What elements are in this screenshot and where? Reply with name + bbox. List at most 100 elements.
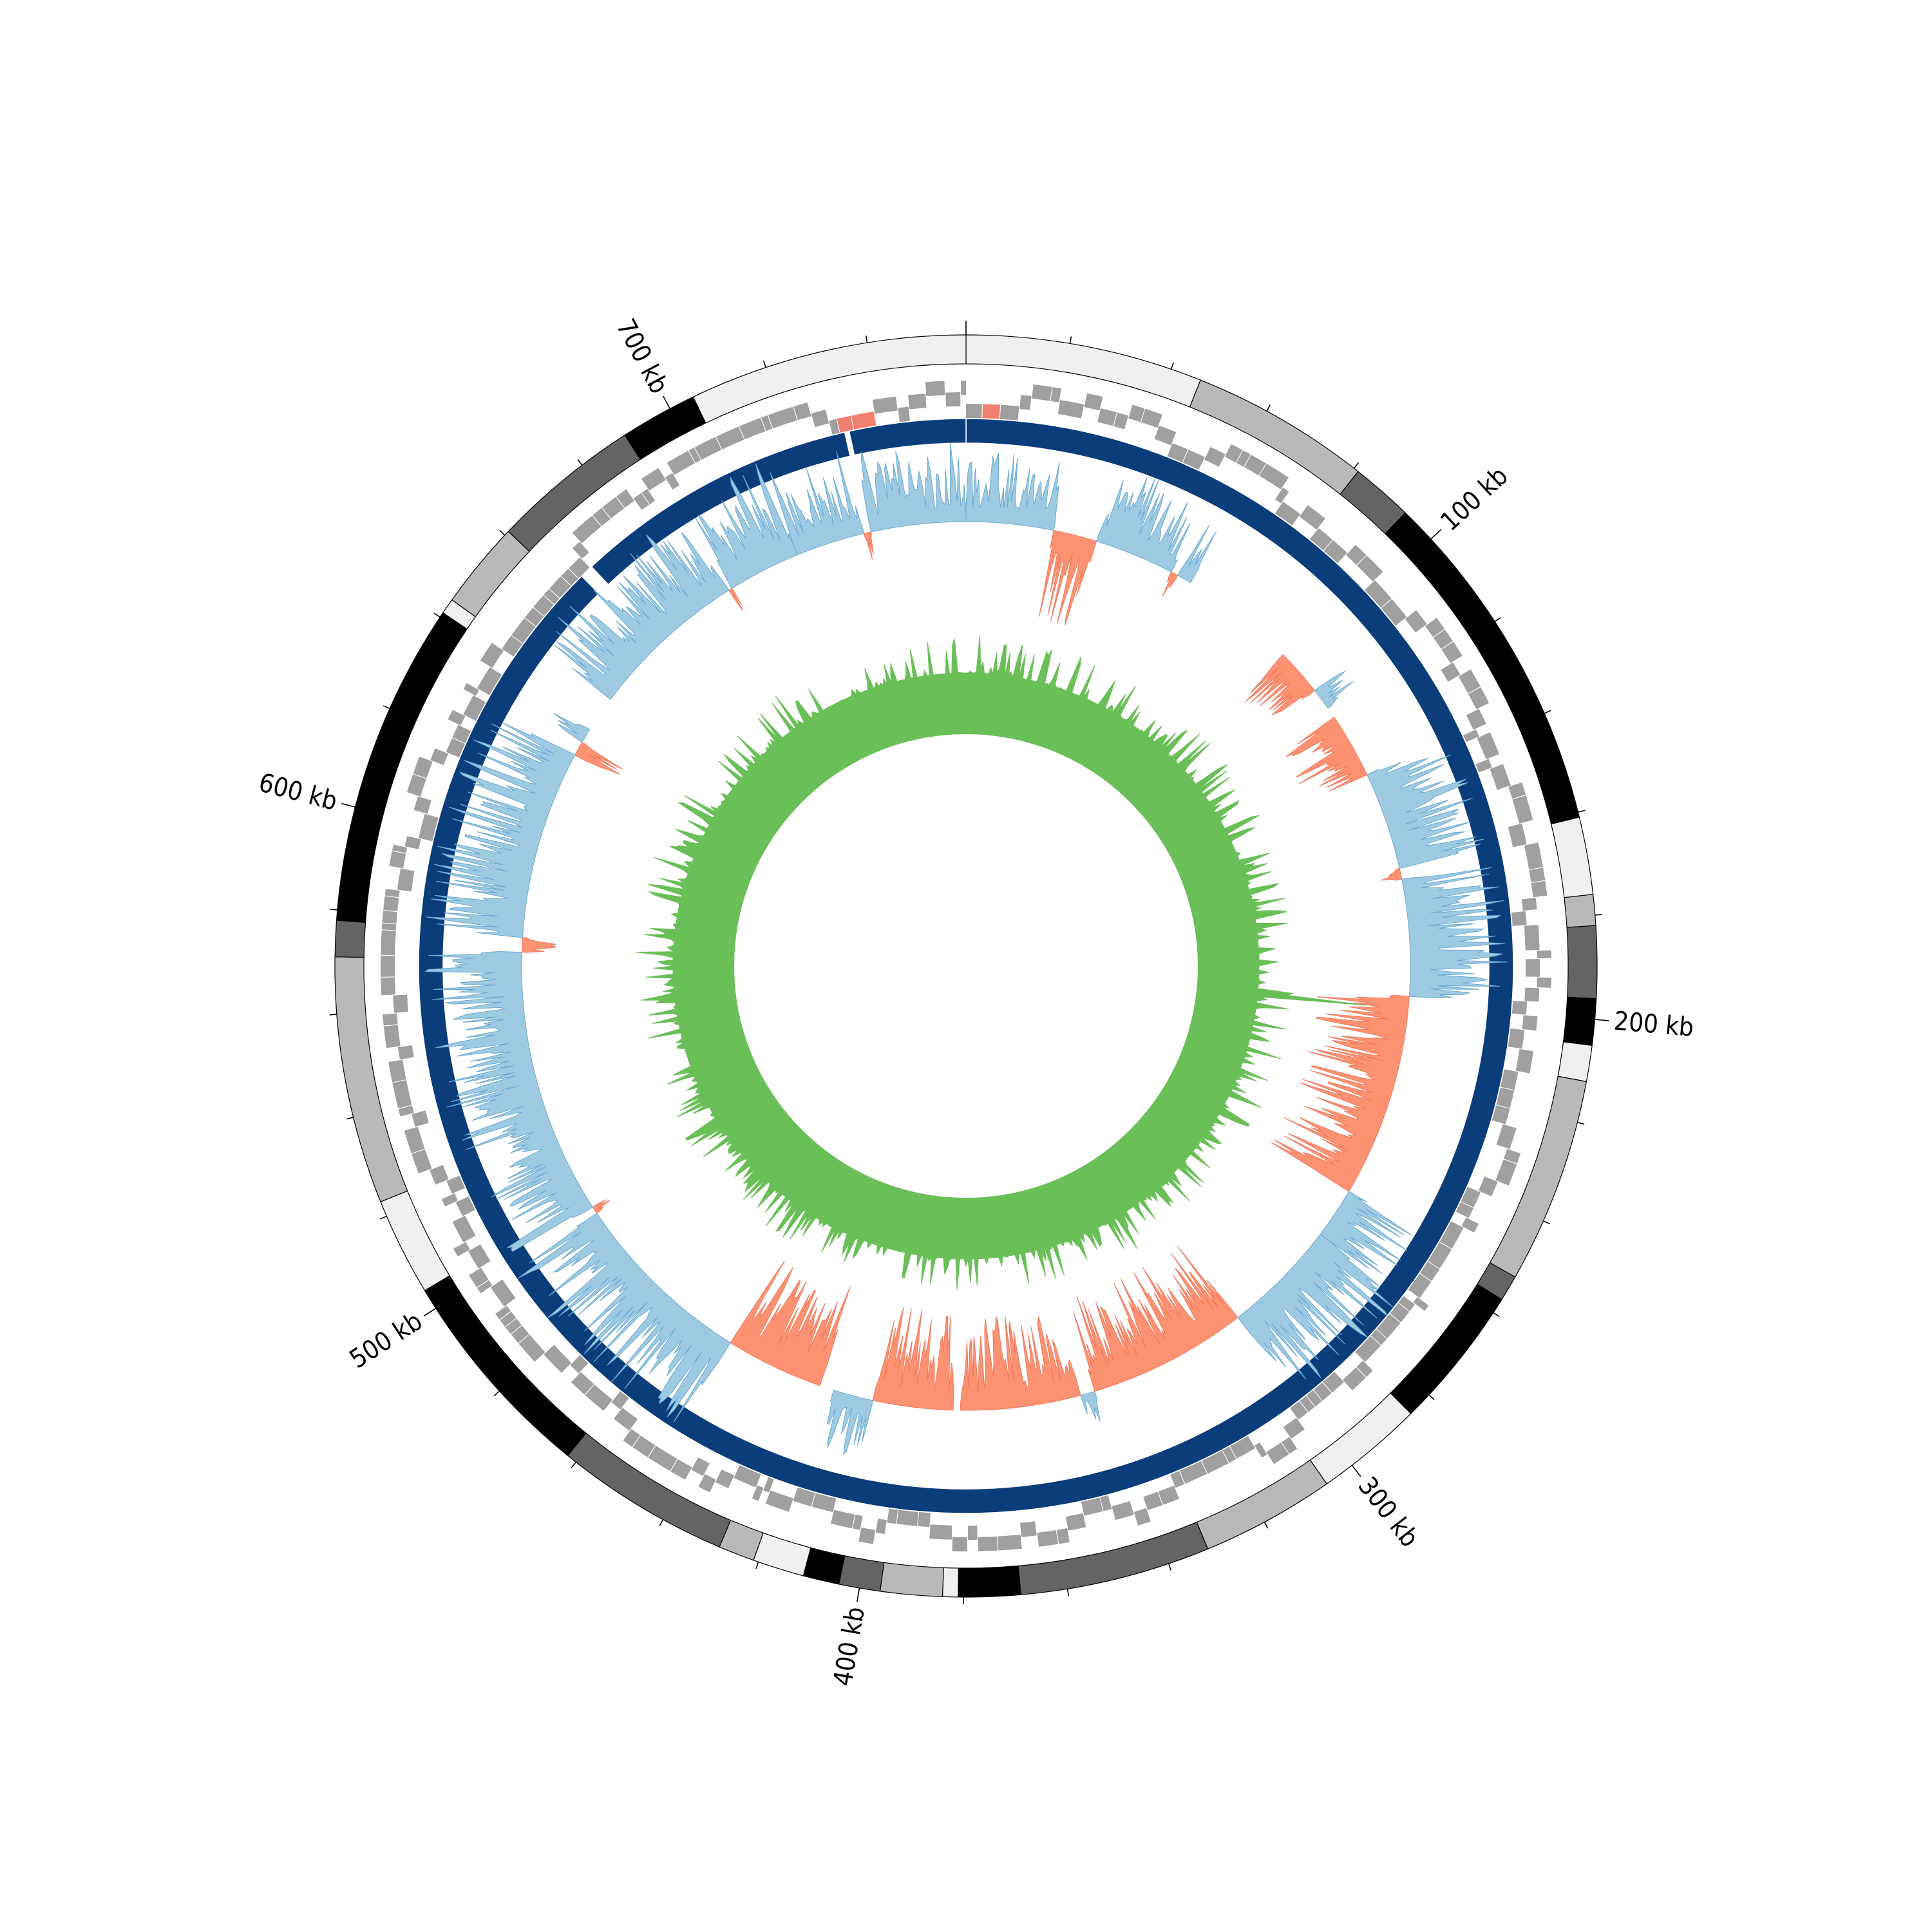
- band-segment-24: [380, 1190, 450, 1291]
- gene-feature-20: [1274, 488, 1289, 504]
- tick-400: [856, 1587, 860, 1602]
- gene-feature-138: [500, 1311, 516, 1327]
- backbone-track: [418, 418, 1514, 1514]
- coverage-region-28: [728, 587, 744, 611]
- band-segment-29: [451, 531, 530, 618]
- gene-feature-103: [1020, 1521, 1037, 1537]
- gene-feature-104: [998, 1534, 1022, 1551]
- gene-feature-79: [1342, 1367, 1366, 1390]
- gene-feature-196: [633, 493, 650, 510]
- gene-feature-112: [875, 1519, 887, 1535]
- gene-feature-149: [430, 1164, 449, 1185]
- gene-feature-87: [1266, 1442, 1289, 1464]
- tick-240: [1543, 1220, 1550, 1225]
- gene-feature-173: [406, 774, 426, 797]
- gene-feature-33: [1441, 662, 1461, 682]
- band-segment-26: [334, 920, 366, 958]
- coverage-region-22: [424, 951, 594, 1252]
- gene-feature-209: [829, 419, 840, 435]
- coverage-region-29: [695, 463, 798, 589]
- tick-340: [1168, 1563, 1172, 1571]
- gene-feature-191: [572, 542, 589, 559]
- gene-feature-202: [694, 437, 722, 460]
- gene-feature-65: [1461, 1186, 1481, 1208]
- gene-feature-64: [1478, 1176, 1498, 1197]
- tick-label-600kb: 600 kb: [256, 768, 340, 817]
- gene-feature-94: [1158, 1485, 1180, 1505]
- gene-feature-121: [734, 1465, 761, 1488]
- coverage-region-31: [863, 531, 875, 560]
- gene-feature-127: [632, 1435, 656, 1457]
- gene-feature-125: [670, 1459, 692, 1480]
- gene-feature-115: [830, 1510, 855, 1529]
- gene-feature-76: [1370, 1329, 1387, 1345]
- gene-feature-208: [811, 410, 829, 428]
- gene-feature-117: [793, 1487, 815, 1507]
- gene-feature-213: [898, 406, 910, 422]
- gene-feature-132: [571, 1372, 594, 1395]
- gene-feature-110: [896, 1510, 918, 1526]
- outer-shaded-band-track: [334, 334, 1598, 1598]
- gene-feature-77: [1355, 1336, 1381, 1362]
- coverage-region-27: [554, 532, 730, 700]
- gene-feature-63: [1495, 1159, 1517, 1186]
- gene-feature-203: [715, 426, 744, 450]
- gene-feature-82: [1306, 1390, 1322, 1407]
- gene-feature-113: [858, 1527, 876, 1544]
- coverage-region-6: [1314, 670, 1354, 709]
- gene-feature-72: [1413, 1297, 1429, 1311]
- gene-feature-189: [561, 568, 579, 586]
- gene-feature-6: [1057, 400, 1084, 419]
- gene-feature-161: [381, 955, 395, 977]
- backbone-segment-0: [418, 418, 1514, 1514]
- gene-feature-67: [1461, 1217, 1479, 1233]
- coverage-region-4: [1177, 525, 1217, 583]
- tick-740: [865, 336, 868, 343]
- gene-feature-35: [1468, 687, 1490, 710]
- coverage-region-26: [553, 712, 591, 743]
- band-segment-20: [753, 1532, 811, 1577]
- backbone-segment-1: [591, 431, 851, 585]
- gene-feature-160: [381, 977, 396, 996]
- gene-feature-80: [1323, 1372, 1344, 1393]
- center-blank: [734, 734, 1198, 1198]
- coverage-region-25: [574, 741, 623, 775]
- band-segment-12: [1309, 1392, 1412, 1484]
- tick-280: [1428, 1394, 1435, 1400]
- gene-feature-13: [1167, 443, 1188, 463]
- gene-feature-146: [455, 1196, 475, 1217]
- gene-feature-7: [1084, 393, 1103, 411]
- gene-feature-171: [418, 813, 439, 842]
- gene-feature-27: [1365, 580, 1392, 608]
- gene-feature-169: [392, 844, 408, 853]
- tick-label-500kb: 500 kb: [345, 1306, 428, 1374]
- tick-420: [755, 1562, 759, 1569]
- gene-feature-206: [768, 406, 797, 429]
- gene-feature-145: [452, 1215, 476, 1243]
- gene-feature-49: [1524, 925, 1540, 951]
- band-segment-32: [692, 334, 967, 424]
- gene-feature-199: [665, 473, 680, 490]
- tick-300: [1351, 1464, 1361, 1477]
- gene-feature-186: [533, 595, 554, 616]
- tick-140: [1544, 710, 1551, 714]
- gene-feature-3: [1019, 395, 1032, 410]
- gene-feature-150: [412, 1149, 432, 1174]
- tick-label-200kb: 200 kb: [1613, 1007, 1694, 1043]
- tick-620: [383, 705, 390, 710]
- gene-feature-8: [1097, 408, 1117, 426]
- gene-feature-139: [495, 1305, 511, 1320]
- gene-feature-124: [691, 1457, 710, 1476]
- gene-feature-99: [1081, 1497, 1103, 1516]
- tick-80: [1353, 462, 1359, 469]
- coverage-region-7: [1285, 717, 1368, 791]
- gene-feature-11: [1141, 408, 1163, 428]
- gene-feature-128: [623, 1428, 641, 1447]
- tick-220: [1577, 1122, 1585, 1125]
- gene-feature-74: [1390, 1303, 1410, 1323]
- gene-feature-152: [412, 1110, 429, 1127]
- gene-feature-123: [698, 1473, 716, 1493]
- coverage-region-2: [1095, 477, 1191, 573]
- gene-feature-197: [641, 489, 656, 504]
- gene-feature-66: [1455, 1202, 1473, 1218]
